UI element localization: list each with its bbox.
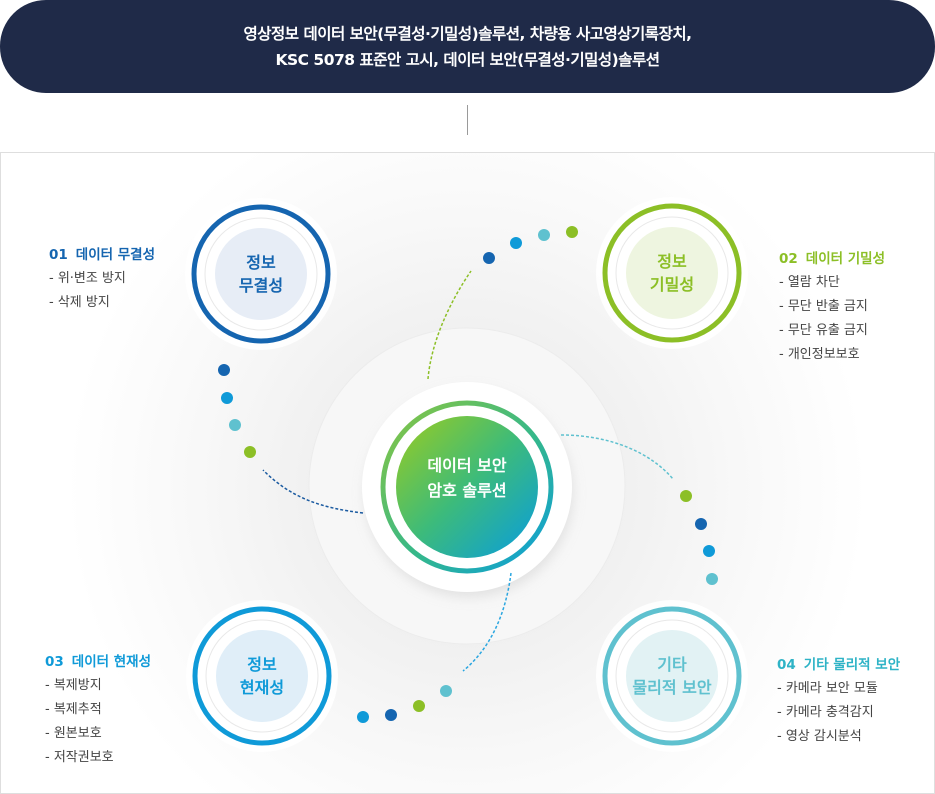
dot [706, 573, 718, 585]
dots-top [483, 226, 578, 264]
info-item: 복제방지 [45, 674, 151, 698]
ring-integrity [185, 198, 337, 350]
info-item: 복제추적 [45, 698, 151, 722]
dots-bottom [357, 685, 452, 723]
dot [221, 392, 233, 404]
dot [229, 419, 241, 431]
info-item: 위·변조 방지 [49, 267, 155, 291]
center-gradient-disc [396, 416, 538, 558]
dot [680, 490, 692, 502]
info-item: 저작권보호 [45, 746, 151, 770]
info-item: 열람 차단 [779, 271, 885, 295]
dot [440, 685, 452, 697]
info-item: 무단 유출 금지 [779, 319, 885, 343]
dot [566, 226, 578, 238]
dots-left [218, 364, 256, 458]
diagram-graphic [185, 197, 748, 752]
dot [703, 545, 715, 557]
ring-confidentiality [596, 197, 748, 349]
dashed-link-currency [462, 572, 512, 672]
dashed-link-physical [560, 434, 674, 480]
dot [538, 229, 550, 241]
dot [695, 518, 707, 530]
info-item: 삭제 방지 [49, 291, 155, 315]
info-item: 카메라 충격감지 [777, 701, 900, 725]
header-line-2: KSC 5078 표준안 고시, 데이터 보안(무결성·기밀성)솔루션 [275, 50, 660, 69]
connector-line [467, 105, 468, 135]
dot [510, 237, 522, 249]
info-item: 영상 감시분석 [777, 725, 900, 749]
ring-physical [596, 600, 748, 752]
info-item: 개인정보보호 [779, 343, 885, 367]
dot [413, 700, 425, 712]
info-item: 카메라 보안 모듈 [777, 677, 900, 701]
dot [244, 446, 256, 458]
dot [385, 709, 397, 721]
dashed-link-integrity [262, 469, 364, 514]
dot [483, 252, 495, 264]
dots-right [680, 490, 718, 585]
header-line-1: 영상정보 데이터 보안(무결성·기밀성)솔루션, 차량용 사고영상기록장치, [243, 24, 692, 43]
info-item: 무단 반출 금지 [779, 295, 885, 319]
dashed-link-confidentiality [427, 270, 472, 380]
info-item: 원본보호 [45, 722, 151, 746]
dot [218, 364, 230, 376]
ring-currency [186, 600, 338, 752]
header-banner: 영상정보 데이터 보안(무결성·기밀성)솔루션, 차량용 사고영상기록장치, K… [0, 0, 935, 93]
dot [357, 711, 369, 723]
